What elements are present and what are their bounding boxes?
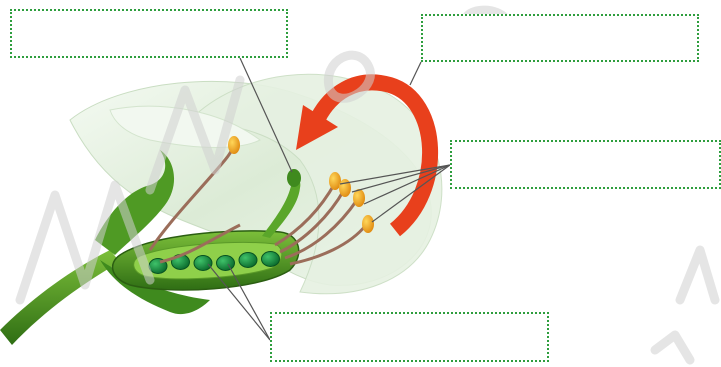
label-box-bottom[interactable] bbox=[270, 312, 549, 362]
stigma bbox=[287, 169, 301, 187]
anther bbox=[339, 179, 351, 197]
anther bbox=[362, 215, 374, 233]
ovule bbox=[239, 253, 257, 268]
watermark-stroke bbox=[680, 250, 715, 300]
ovule bbox=[262, 252, 280, 267]
ovule bbox=[194, 256, 212, 271]
ovule bbox=[217, 256, 235, 271]
leader-line-top-right bbox=[410, 62, 421, 85]
label-box-top-right[interactable] bbox=[421, 14, 699, 62]
label-box-top-left[interactable] bbox=[10, 9, 288, 58]
watermark-stroke bbox=[655, 335, 690, 360]
label-box-middle-right[interactable] bbox=[450, 140, 721, 189]
anther bbox=[228, 136, 240, 154]
